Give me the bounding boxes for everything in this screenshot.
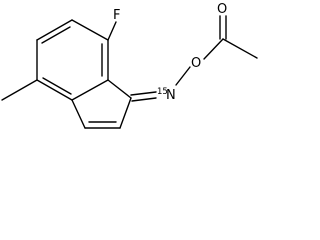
bond-c7-fluorine — [107, 21, 117, 41]
bond-c4-c3a — [36, 79, 73, 101]
bond-c6-c5 — [36, 19, 73, 41]
bond-n-oxygen — [175, 66, 191, 86]
bond-c1-n-double-b — [131, 97, 157, 102]
bond-c1-n-double-a — [130, 91, 157, 96]
bond-c7-c6 — [71, 19, 109, 41]
nitrogen-label: N — [166, 88, 176, 103]
bond-c6-c5-inner — [41, 26, 71, 44]
bond-c4-c3a-inner — [42, 77, 72, 95]
chemical-structure: F O O 15 N — [1, 2, 258, 129]
bond-c1-c7a — [107, 79, 132, 99]
bond-oxygen-acyl-carbon — [203, 38, 224, 60]
bond-c3a-c7a — [71, 79, 109, 101]
fluorine-label: F — [113, 8, 120, 23]
bond-c2-c1 — [119, 97, 132, 129]
bond-c4-methyl — [1, 79, 38, 101]
nitrogen-isotope-label: 15 — [157, 87, 168, 97]
carbonyl-oxygen-label: O — [217, 2, 227, 17]
bond-c3a-c3 — [71, 99, 86, 129]
ether-oxygen-label: O — [191, 56, 201, 71]
bond-acyl-methyl — [222, 38, 258, 59]
